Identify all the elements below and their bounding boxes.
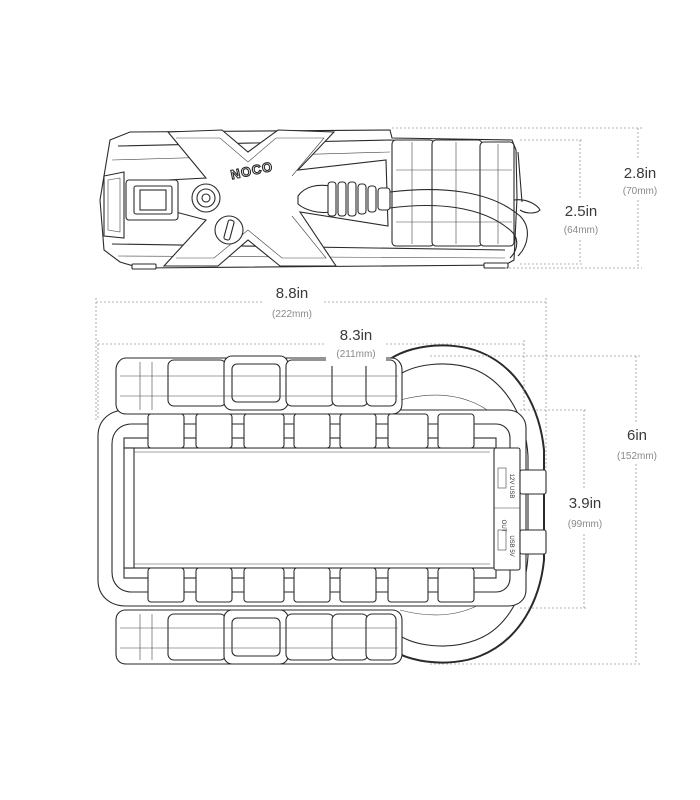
bottom-grip-bar xyxy=(115,609,403,665)
length-total-label: 8.8in xyxy=(276,285,309,302)
top-grip-bar xyxy=(115,355,403,415)
cable-strain-relief xyxy=(297,181,391,217)
height-body-mm-label: (64mm) xyxy=(564,225,598,236)
port-label-usb-5v: USB 5V xyxy=(508,535,514,556)
dimension-labels: 2.8in (70mm) 2.5in (64mm) 8.8in (222mm) … xyxy=(262,160,668,534)
length-total-mm-label: (222mm) xyxy=(272,309,312,320)
width-body-label: 3.9in xyxy=(569,495,602,512)
port-cap-icon xyxy=(214,215,244,245)
clamp-port-icon xyxy=(125,179,179,221)
port-label-out: OUT xyxy=(500,520,506,533)
inner-rails xyxy=(123,413,497,603)
top-view: 12V USB OUT USB 5V xyxy=(97,344,547,665)
usb-port-panel: 12V USB OUT USB 5V xyxy=(493,447,547,571)
width-total-mm-label: (152mm) xyxy=(617,451,657,462)
width-total-label: 6in xyxy=(627,427,647,444)
width-body-mm-label: (99mm) xyxy=(568,519,602,530)
height-total-label: 2.8in xyxy=(624,165,657,182)
height-body-label: 2.5in xyxy=(565,203,598,220)
length-body-label: 8.3in xyxy=(340,327,373,344)
length-body-mm-label: (211mm) xyxy=(336,349,375,360)
side-grip-blocks xyxy=(391,139,515,247)
side-view: NOCO xyxy=(99,129,541,270)
power-button-icon xyxy=(191,183,221,213)
port-label-12v-usb: 12V USB xyxy=(508,474,514,499)
height-total-mm-label: (70mm) xyxy=(623,186,657,197)
